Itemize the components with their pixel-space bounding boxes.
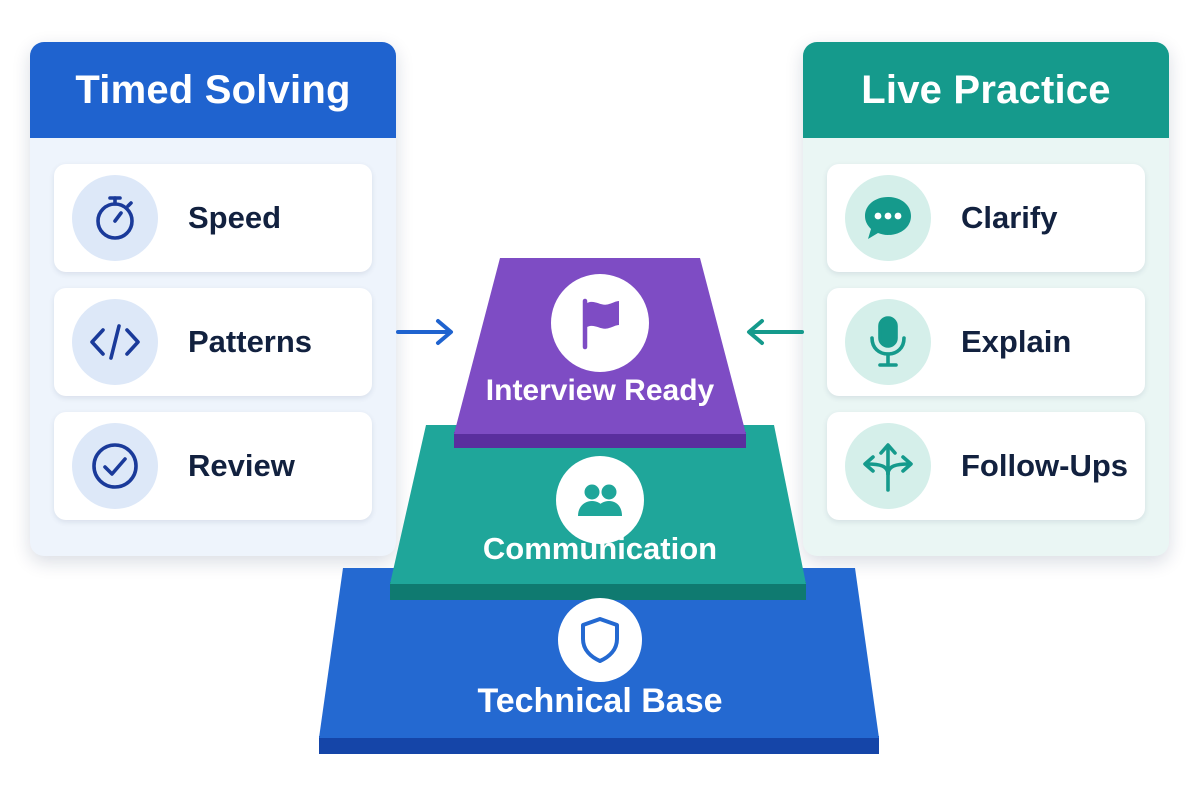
follow-ups-card: Follow-Ups <box>827 412 1145 520</box>
chat-bubble-icon <box>845 175 931 261</box>
communication-label: Communication <box>482 531 718 566</box>
check-circle-icon <box>72 423 158 509</box>
follow-ups-label: Follow-Ups <box>961 448 1129 483</box>
interview-ready-label: Interview Ready <box>485 374 715 407</box>
code-icon <box>72 299 158 385</box>
technical-base-label: Technical Base <box>477 682 723 720</box>
review-label: Review <box>188 448 295 483</box>
shield-icon <box>558 598 642 682</box>
speed-card: Speed <box>54 164 372 272</box>
review-card: Review <box>54 412 372 520</box>
branching-arrows-icon <box>845 423 931 509</box>
live-practice-panel: Live Practice Clarify Explain <box>803 42 1169 556</box>
patterns-label: Patterns <box>188 324 313 359</box>
speed-label: Speed <box>188 200 282 235</box>
live-practice-title: Live Practice <box>803 42 1169 138</box>
flag-icon <box>551 274 649 372</box>
explain-card: Explain <box>827 288 1145 396</box>
people-icon <box>556 456 644 544</box>
clarify-card: Clarify <box>827 164 1145 272</box>
arrow-right-icon <box>396 319 453 345</box>
explain-label: Explain <box>961 324 1072 359</box>
arrow-left-icon <box>747 319 804 345</box>
microphone-icon <box>845 299 931 385</box>
patterns-card: Patterns <box>54 288 372 396</box>
stopwatch-icon <box>72 175 158 261</box>
timed-solving-panel: Timed Solving Speed Patterns <box>30 42 396 556</box>
timed-solving-title: Timed Solving <box>30 42 396 138</box>
clarify-label: Clarify <box>961 200 1058 235</box>
